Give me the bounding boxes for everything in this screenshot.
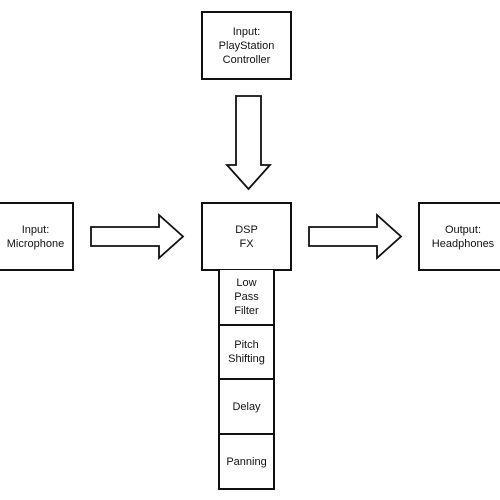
headphones-output-line-2: Headphones xyxy=(431,237,495,250)
dsp-fx-line-2: FX xyxy=(239,237,254,250)
effect-low-pass-filter-line-2: Pass xyxy=(234,291,259,303)
controller-input-line-1: Input: xyxy=(232,25,261,38)
controller-input-line-3: Controller xyxy=(222,53,271,66)
dsp-fx-line-1: DSP xyxy=(235,223,258,236)
arrow-dsp-to-headphones xyxy=(308,212,403,261)
effect-pitch-shifting-line-2: Shifting xyxy=(228,353,265,365)
controller-input-line-2: PlayStation xyxy=(218,39,275,52)
effect-panning-line-1: Panning xyxy=(226,455,267,468)
effect-low-pass-filter-line-3: Filter xyxy=(234,305,259,317)
effect-low-pass-filter-box: Low Pass Filter xyxy=(218,270,275,326)
headphones-output-line-1: Output: xyxy=(444,223,482,236)
microphone-input-line-1: Input: xyxy=(21,223,50,236)
effect-panning-box: Panning xyxy=(218,435,275,490)
dsp-fx-box: DSP FX xyxy=(201,202,292,271)
arrow-controller-to-dsp xyxy=(224,95,273,191)
effect-low-pass-filter-line-1: Low xyxy=(236,277,257,289)
effect-pitch-shifting-box: Pitch Shifting xyxy=(218,326,275,380)
effect-delay-line-1: Delay xyxy=(232,400,261,413)
controller-input-box: Input: PlayStation Controller xyxy=(201,11,292,80)
effect-delay-box: Delay xyxy=(218,380,275,435)
microphone-input-line-2: Microphone xyxy=(6,237,65,250)
effect-pitch-shifting-line-1: Pitch xyxy=(234,339,259,351)
microphone-input-box: Input: Microphone xyxy=(0,202,74,271)
headphones-output-box: Output: Headphones xyxy=(418,202,500,271)
arrow-microphone-to-dsp xyxy=(90,212,185,261)
